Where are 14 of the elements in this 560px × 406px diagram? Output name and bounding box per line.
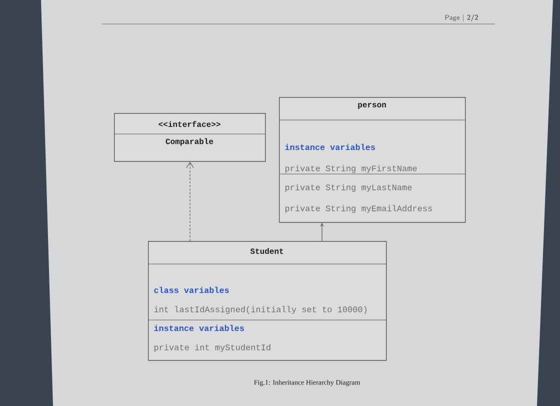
arrow <box>320 222 324 242</box>
section-heading: class variables <box>154 286 229 294</box>
class-name: Comparable <box>166 138 214 146</box>
attribute-text: private String myLastName <box>285 184 412 192</box>
class-name: <<interface>> <box>158 121 220 127</box>
class-name: person <box>358 103 386 109</box>
attribute-text: private String myFirstName <box>285 165 417 173</box>
section-heading: instance variables <box>154 324 244 332</box>
attribute-text: int lastIdAssigned(initially set to 10000) <box>154 306 366 314</box>
class-name: Student <box>250 248 284 254</box>
section-heading: instance variables <box>285 144 375 150</box>
attribute-text: private int myStudentId <box>154 344 270 352</box>
attribute-text: private String myEmailAddress <box>285 205 432 213</box>
dashed-arrow <box>186 162 194 242</box>
